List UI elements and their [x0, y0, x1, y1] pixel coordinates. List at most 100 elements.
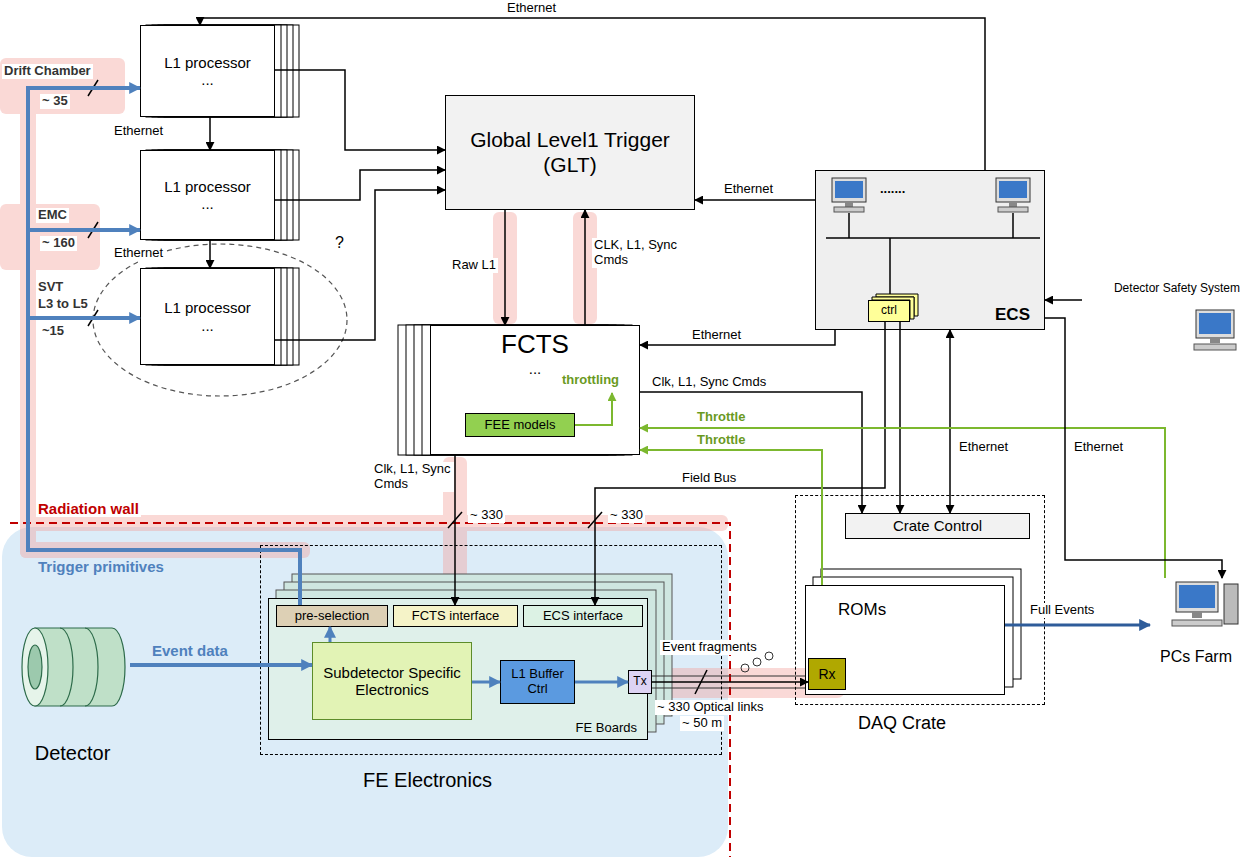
ecs-bus [848, 213, 850, 238]
computer-icon [1176, 582, 1218, 612]
optional-group-outline [93, 244, 347, 396]
label: ~ 330 [468, 508, 505, 523]
receiver-box: Rx [808, 658, 846, 690]
optical-link [753, 658, 761, 666]
bus-width-mark [588, 512, 602, 528]
node-text: L1 processor [162, 178, 253, 195]
computer-icon [1172, 620, 1222, 626]
optional-group-outline [93, 244, 347, 396]
ecs-bus [826, 213, 1040, 294]
trigger-box: Global Level1 Trigger (GLT) [445, 95, 695, 210]
connector [640, 428, 1165, 578]
node-text: ... [199, 71, 216, 88]
computer-icon [1179, 585, 1215, 608]
edge-label: Throttle [695, 433, 747, 448]
node-text: ... [199, 195, 216, 212]
connector [28, 88, 300, 605]
edge-label: Ethernet [690, 328, 743, 343]
connector [899, 322, 901, 513]
card-stack [876, 294, 918, 316]
electronics-region: FE ElectronicsFE Boardspre-selectionFCTS… [260, 545, 722, 755]
fe-region [2, 527, 728, 857]
bus-width-mark [88, 222, 98, 238]
processor-box: L1 processor... [140, 268, 275, 365]
connector [275, 190, 445, 340]
label: ~ 35 [40, 94, 70, 109]
connector [949, 330, 951, 513]
node-text: Detector [33, 742, 113, 765]
node-text: L1 processor [162, 299, 253, 316]
connector [454, 455, 456, 605]
card-stack [872, 294, 918, 319]
edge-label: Ethernet [957, 440, 1010, 455]
label: ~ 160 [40, 236, 77, 251]
node-text: ... [199, 317, 216, 334]
connector [640, 392, 862, 513]
node-text: ROMs [836, 600, 888, 620]
connector [130, 663, 312, 667]
label: ~15 [40, 324, 66, 339]
computer-icon [1009, 202, 1017, 207]
node-text: FCTS [499, 330, 571, 360]
computer-icon [1224, 584, 1238, 624]
throttle-arrow [575, 393, 612, 425]
node-text: FE Electronics [361, 769, 494, 792]
node-text: FCTS interface [410, 609, 501, 624]
node-text: ctrl [879, 304, 899, 318]
connector [28, 230, 300, 605]
edge-label: Ethernet [722, 182, 775, 197]
detector-illustration [60, 628, 98, 706]
edge-label: Event data [150, 642, 230, 659]
connector [200, 18, 985, 170]
label: ~ 50 m [680, 716, 724, 731]
card-stack [872, 297, 914, 319]
radiation-wall [10, 523, 730, 857]
connector [584, 210, 586, 325]
connector [209, 117, 211, 150]
processor-box: L1 processor... [140, 25, 275, 117]
control-box: Crate Control [845, 513, 1030, 539]
interface-box: pre-selection [276, 605, 388, 627]
highlight-band [0, 204, 100, 270]
computer-node: Detector Safety System [1082, 282, 1242, 382]
computer-icon [999, 181, 1027, 198]
node-text: L1 Buffer Ctrl [501, 667, 574, 697]
highlight-band [0, 58, 125, 114]
processor-box: L1 processor... [140, 150, 275, 240]
bus-width-mark [695, 670, 707, 694]
radiation-wall [10, 523, 730, 857]
label: Trigger primitives [36, 558, 166, 575]
board-box: FE Boardspre-selectionFCTS interfaceECS … [268, 598, 648, 740]
edge-label: Event fragments [660, 640, 759, 655]
connector [640, 330, 835, 345]
label: throttling [560, 373, 621, 388]
connector [1045, 318, 1222, 578]
node-text: pre-selection [293, 609, 371, 624]
fcts-box: FCTS...FEE models [430, 325, 640, 455]
label: ~ 330 [608, 508, 645, 523]
computer-icon [1192, 612, 1202, 618]
computer-icon [1172, 310, 1238, 626]
computer-node: PCs Farm [1150, 578, 1242, 666]
bus-width-mark [448, 512, 462, 528]
highlight-band [573, 212, 597, 324]
optical-link [652, 676, 808, 677]
detector-illustration [22, 628, 48, 706]
label: Drift Chamber [2, 64, 93, 79]
edge-label: Throttle [695, 410, 747, 425]
connector [209, 240, 211, 268]
connector [575, 681, 628, 684]
connector [275, 170, 445, 200]
connector [695, 199, 815, 201]
label: L3 to L5 [36, 297, 90, 312]
optical-link [741, 664, 749, 672]
connector [1005, 624, 1150, 627]
node-text: DAQ Crate [856, 713, 948, 734]
throttle-arrow [575, 393, 612, 425]
label: SVT [36, 280, 65, 295]
edge-label: CLK, L1, Sync Cmds [592, 238, 696, 268]
ecs-bus [826, 237, 1040, 239]
node-text: L1 processor [162, 54, 253, 71]
node-text: Subdetector Specific Electronics [315, 664, 469, 699]
